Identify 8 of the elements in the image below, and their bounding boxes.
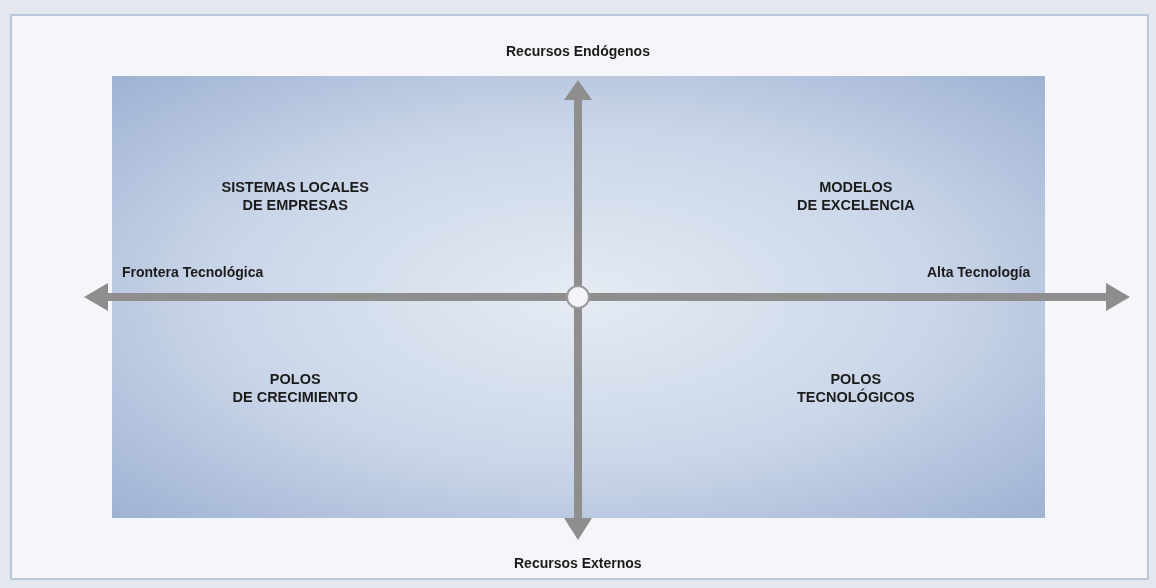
quadrant-label: MODELOS DE EXCELENCIA	[797, 178, 915, 214]
quadrant-label: SISTEMAS LOCALES DE EMPRESAS	[221, 178, 369, 214]
axis-label: Alta Tecnología	[927, 263, 1031, 281]
axis-label: Recursos Externos	[514, 554, 642, 572]
quadrant-label: POLOS TECNOLÓGICOS	[797, 370, 915, 406]
quadrant-label: POLOS DE CRECIMIENTO	[232, 370, 358, 406]
axis-label: Recursos Endógenos	[506, 42, 650, 60]
axis-label: Frontera Tecnológica	[122, 263, 264, 281]
